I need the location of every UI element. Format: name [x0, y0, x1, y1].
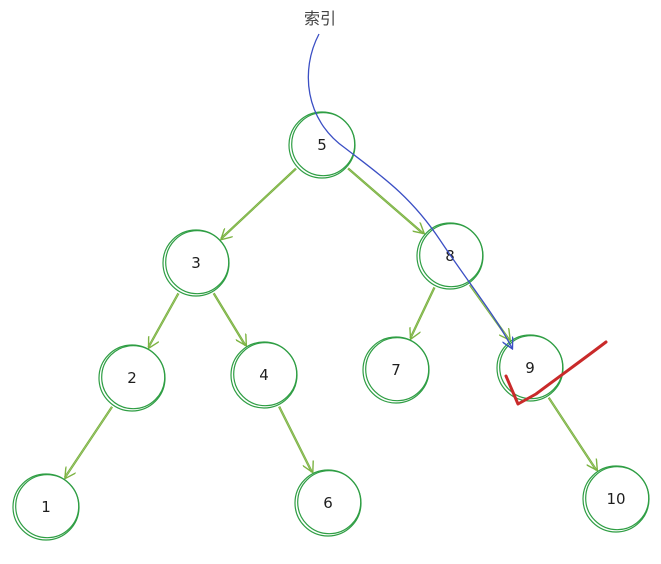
index-label: 索引 — [304, 9, 336, 28]
node-label: 5 — [317, 136, 327, 154]
search-path-arrow — [307, 33, 512, 348]
edge-n9-n10 — [548, 396, 597, 469]
edge-n8-n7 — [409, 286, 435, 339]
edge-n5-n8 — [347, 168, 424, 235]
edge-n5-n3 — [222, 168, 297, 239]
tree-node-5: 5 — [288, 111, 356, 179]
node-circle — [585, 466, 650, 531]
node-label: 10 — [606, 490, 625, 508]
edge-n5-n8 — [348, 167, 423, 233]
node-label: 4 — [259, 366, 269, 384]
node-circle — [291, 112, 356, 177]
node-label: 1 — [41, 498, 51, 516]
tree-node-6: 6 — [294, 469, 362, 537]
edge-n4-n6 — [279, 406, 313, 471]
tree-node-10: 10 — [582, 465, 650, 533]
node-label: 2 — [127, 369, 137, 387]
tree-node-7: 7 — [362, 336, 430, 404]
node-label: 6 — [323, 494, 333, 512]
node-label: 3 — [191, 254, 201, 272]
tree-node-8: 8 — [416, 222, 484, 290]
tree-node-9: 9 — [496, 334, 564, 402]
node-circle — [233, 342, 298, 407]
node-circle — [419, 223, 484, 288]
edge-n3-n2 — [147, 292, 179, 348]
node-label: 8 — [445, 247, 455, 265]
node-circle — [15, 474, 80, 539]
tree-node-4: 4 — [230, 341, 298, 409]
tree-node-2: 2 — [98, 344, 166, 412]
node-circle — [297, 470, 362, 535]
edge-n2-n1 — [63, 406, 113, 478]
edge-n3-n4 — [213, 292, 246, 345]
edge-n8-n7 — [411, 287, 436, 339]
edges-layer — [63, 167, 597, 478]
edge-n3-n4 — [212, 293, 246, 346]
edge-n2-n1 — [65, 406, 114, 478]
tree-node-1: 1 — [12, 473, 80, 541]
node-label: 7 — [391, 361, 401, 379]
node-circle — [499, 335, 564, 400]
node-circle — [101, 345, 166, 410]
check-mark-icon — [504, 340, 608, 406]
nodes-layer: 5 3 8 2 4 7 9 1 6 10 — [12, 111, 650, 541]
edge-n5-n3 — [220, 167, 297, 239]
node-label: 9 — [525, 359, 535, 377]
edge-n9-n10 — [547, 397, 597, 471]
tree-node-3: 3 — [162, 229, 230, 297]
edge-n4-n6 — [278, 406, 312, 473]
node-circle — [165, 230, 230, 295]
edge-n3-n2 — [149, 293, 180, 348]
node-circle — [365, 337, 430, 402]
